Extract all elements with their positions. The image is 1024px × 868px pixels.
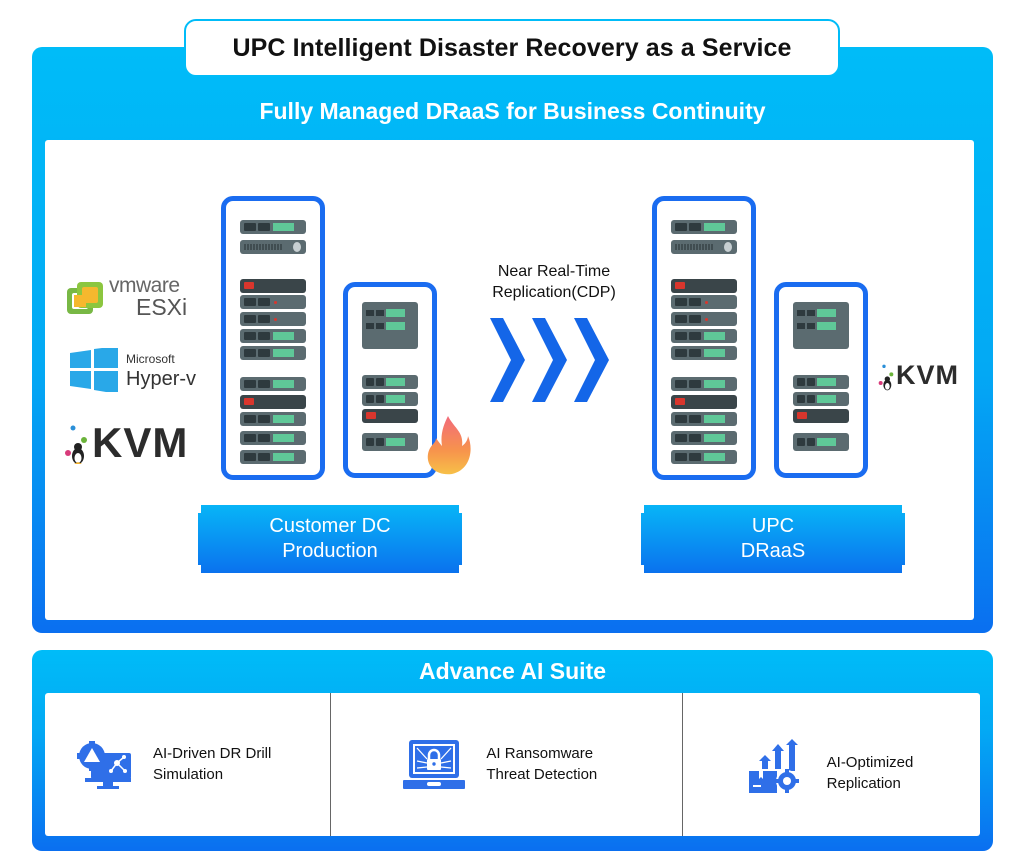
ai-item-label: AI-Optimized Replication bbox=[827, 752, 914, 794]
ai-item-label-line2: Replication bbox=[826, 775, 901, 792]
esxi-text: ESXi bbox=[136, 294, 188, 320]
panel-subtitle: Fully Managed DRaaS for Business Continu… bbox=[259, 98, 766, 124]
gear-monitor-icon bbox=[77, 741, 131, 789]
kvm-text-right: KVM bbox=[896, 360, 959, 390]
fire-icon bbox=[427, 416, 471, 475]
laptop-lock-icon bbox=[403, 740, 466, 789]
ai-item-label-line1: AI-Optimized bbox=[826, 754, 914, 771]
vmware-logo-icon bbox=[67, 282, 103, 314]
vmware-esxi-logo: vmware ESXi bbox=[64, 274, 204, 322]
title-box: UPC Intelligent Disaster Recovery as a S… bbox=[184, 19, 840, 77]
replication-label-line2: Replication(CDP) bbox=[492, 284, 616, 301]
microsoft-text: Microsoft bbox=[126, 352, 175, 366]
ai-item-label-line2: Simulation bbox=[153, 766, 224, 783]
ai-item-label: AI Ransomware Threat Detection bbox=[486, 743, 597, 785]
hyper-v-logo: Microsoft Hyper-v bbox=[70, 346, 210, 394]
ai-item-replication: AI-Optimized Replication bbox=[681, 693, 980, 836]
kvm-logo-left: KVM bbox=[64, 419, 204, 466]
upc-draas-tag: UPC DRaaS bbox=[641, 505, 905, 573]
triple-chevron-right-icon bbox=[490, 318, 609, 402]
kvm-text-left: KVM bbox=[92, 419, 189, 466]
windows-logo-icon bbox=[70, 348, 118, 392]
kvm-logo-right: KVM bbox=[878, 360, 968, 392]
target-rack-large bbox=[652, 196, 756, 480]
kvm-tux-logo-icon bbox=[65, 425, 87, 464]
customer-dc-tag-line2: Production bbox=[282, 540, 378, 562]
source-rack-large bbox=[221, 196, 325, 480]
replication-label-line1: Near Real-Time bbox=[497, 263, 611, 280]
upc-draas-tag-line2: DRaaS bbox=[740, 540, 806, 562]
source-rack-small bbox=[343, 282, 437, 478]
ai-suite-items: AI-Driven DR Drill Simulation AI Ransomw… bbox=[45, 693, 980, 836]
replication-label: Near Real-Time Replication(CDP) bbox=[466, 261, 642, 303]
ai-item-label: AI-Driven DR Drill Simulation bbox=[153, 743, 271, 785]
vmware-brand-text: vmware bbox=[109, 274, 180, 297]
kvm-tux-logo-icon bbox=[878, 364, 894, 391]
ai-item-label-line2: Threat Detection bbox=[486, 766, 598, 783]
ai-suite-title: Advance AI Suite bbox=[418, 658, 607, 684]
hyper-v-text: Hyper-v bbox=[126, 368, 197, 390]
target-rack-small bbox=[774, 282, 868, 478]
customer-dc-tag: Customer DC Production bbox=[198, 505, 462, 573]
ai-item-dr-drill: AI-Driven DR Drill Simulation bbox=[45, 693, 330, 836]
ai-item-label-line1: AI-Driven DR Drill bbox=[153, 745, 272, 762]
upc-draas-tag-line1: UPC bbox=[751, 515, 795, 537]
ai-item-ransomware: AI Ransomware Threat Detection bbox=[330, 693, 681, 836]
growth-gear-icon bbox=[748, 739, 799, 793]
customer-dc-tag-line1: Customer DC bbox=[269, 515, 391, 537]
ai-item-label-line1: AI Ransomware bbox=[486, 745, 594, 762]
page-title: UPC Intelligent Disaster Recovery as a S… bbox=[232, 33, 792, 62]
